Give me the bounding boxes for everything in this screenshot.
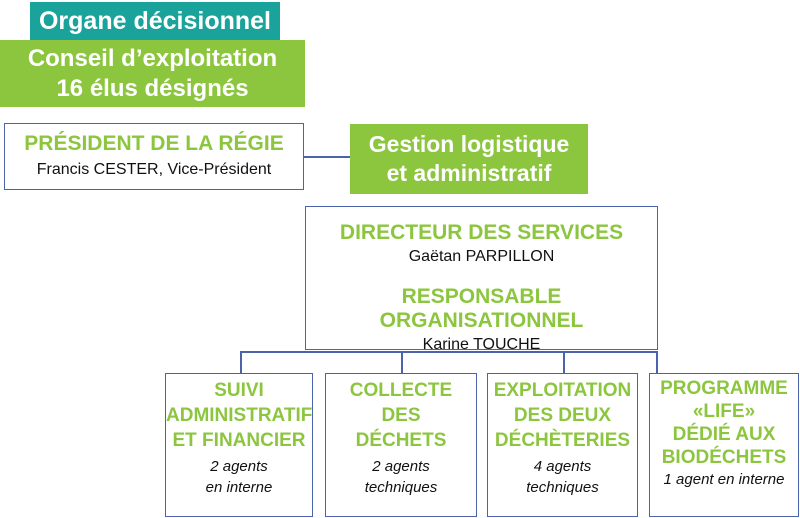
responsable-name: Karine TOUCHE xyxy=(422,336,541,353)
responsable-title: RESPONSABLE ORGANISATIONNEL xyxy=(379,285,584,332)
president-title: PRÉSIDENT DE LA RÉGIE xyxy=(24,132,284,155)
conseil-line1: Conseil d’exploitation xyxy=(27,45,278,72)
directeur-name: Gaëtan PARPILLON xyxy=(408,248,555,265)
connector-president-gestion xyxy=(304,156,350,158)
president-box: PRÉSIDENT DE LA RÉGIE Francis CESTER, Vi… xyxy=(4,123,304,190)
connector-drop-1 xyxy=(240,351,242,373)
gestion-line2: et administratif xyxy=(386,160,552,186)
service-title: EXPLOITATION DES DEUX DÉCHÈTERIES xyxy=(493,380,632,451)
connector-drop-3 xyxy=(563,351,565,373)
service-note: 4 agents techniques xyxy=(526,458,599,496)
conseil-exploitation-box: Conseil d’exploitation 16 élus désignés xyxy=(0,40,305,107)
connector-drop-4 xyxy=(656,351,658,373)
service-note: 2 agents en interne xyxy=(205,458,273,496)
service-title: PROGRAMME «LIFE» DÉDIÉ AUX BIODÉCHETS xyxy=(660,378,788,468)
president-name: Francis CESTER, Vice-Président xyxy=(36,161,272,178)
service-note: 2 agents techniques xyxy=(364,458,438,496)
service-card: EXPLOITATION DES DEUX DÉCHÈTERIES 4 agen… xyxy=(487,373,638,517)
service-card: PROGRAMME «LIFE» DÉDIÉ AUX BIODÉCHETS 1 … xyxy=(649,373,799,517)
connector-bus xyxy=(240,351,657,353)
service-card: COLLECTE DES DÉCHETS 2 agents techniques xyxy=(325,373,477,517)
direction-box: DIRECTEUR DES SERVICES Gaëtan PARPILLON … xyxy=(305,206,658,353)
gestion-box: Gestion logistique et administratif xyxy=(350,124,588,194)
service-note: 1 agent en interne xyxy=(663,471,785,488)
connector-drop-2 xyxy=(401,351,403,373)
organe-decisionnel-tag: Organe décisionnel xyxy=(30,2,280,40)
directeur-title: DIRECTEUR DES SERVICES xyxy=(339,221,624,244)
conseil-line2: 16 élus désignés xyxy=(56,75,249,102)
gestion-line1: Gestion logistique xyxy=(368,131,570,157)
service-title: COLLECTE DES DÉCHETS xyxy=(349,380,453,451)
service-card: SUIVI ADMINISTRATIF ET FINANCIER 2 agent… xyxy=(165,373,313,517)
service-title: SUIVI ADMINISTRATIF ET FINANCIER xyxy=(166,380,313,451)
